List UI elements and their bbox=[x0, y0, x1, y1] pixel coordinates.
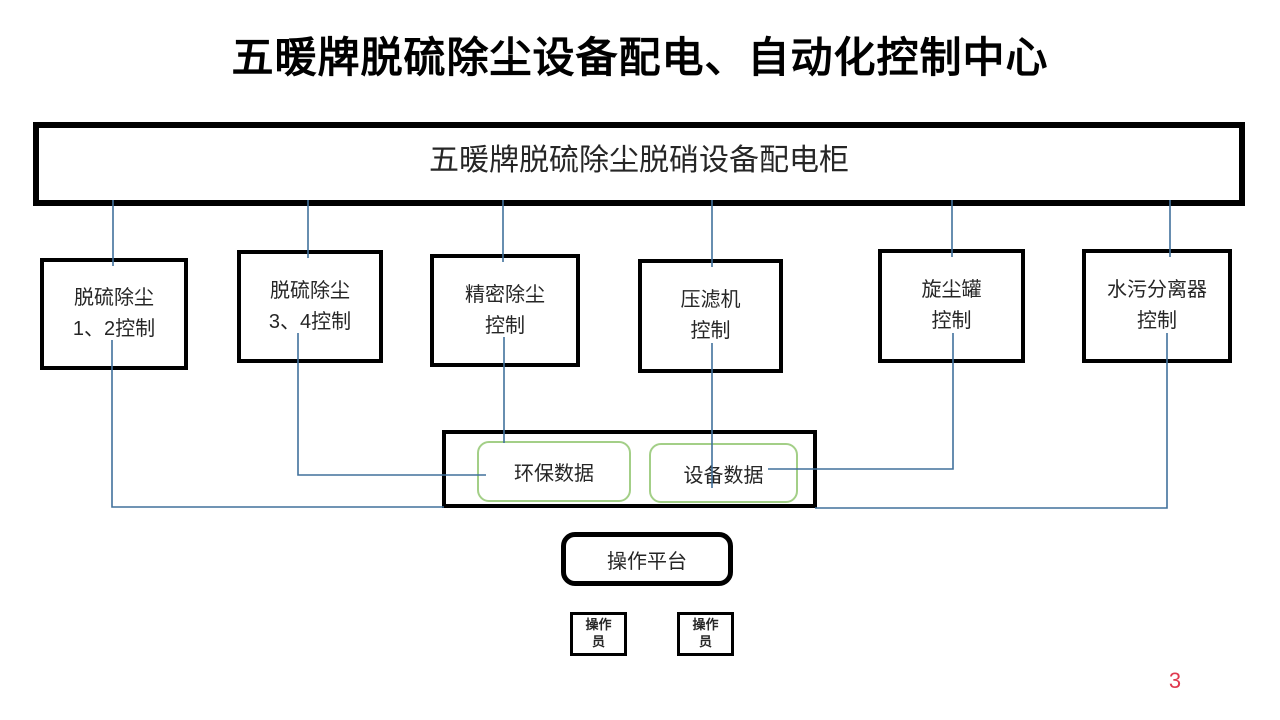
control-box-label-line1: 旋尘罐 bbox=[921, 279, 982, 301]
control-box-precision-dedust: 精密除尘 控制 bbox=[430, 254, 580, 367]
control-box-label-line2: 1、2控制 bbox=[72, 318, 156, 340]
control-box-desulfurization-1-2: 脱硫除尘 1、2控制 bbox=[40, 258, 188, 370]
main-cabinet-box: 五暖牌脱硫除尘脱硝设备配电柜 bbox=[33, 122, 1245, 206]
operator-box-1: 操作 员 bbox=[570, 612, 627, 656]
operator-label-line2: 员 bbox=[591, 634, 605, 649]
control-box-cyclone-tank: 旋尘罐 控制 bbox=[878, 249, 1025, 363]
control-box-label-line2: 控制 bbox=[485, 314, 525, 337]
control-box-desulfurization-3-4: 脱硫除尘 3、4控制 bbox=[237, 250, 383, 363]
device-data-pill: 设备数据 bbox=[649, 443, 798, 503]
env-data-label: 环保数据 bbox=[514, 463, 594, 485]
control-box-label-line2: 3、4控制 bbox=[268, 310, 352, 333]
control-box-label-line2: 控制 bbox=[690, 320, 731, 342]
operator-label-line1: 操作 bbox=[692, 617, 719, 633]
page-number: 3 bbox=[1168, 668, 1182, 693]
main-cabinet-label: 五暖牌脱硫除尘脱硝设备配电柜 bbox=[429, 144, 849, 177]
operator-label-line1: 操作 bbox=[585, 617, 612, 633]
data-panel-box: 环保数据 设备数据 bbox=[442, 430, 817, 508]
operator-box-2: 操作 员 bbox=[677, 612, 734, 656]
control-box-label-line1: 水污分离器 bbox=[1107, 279, 1207, 301]
device-data-label: 设备数据 bbox=[683, 464, 764, 487]
control-box-label-line2: 控制 bbox=[931, 310, 972, 332]
control-box-water-separator: 水污分离器 控制 bbox=[1082, 249, 1232, 363]
operation-platform-label: 操作平台 bbox=[607, 550, 687, 573]
control-box-filter-press: 压滤机 控制 bbox=[638, 259, 783, 373]
operation-platform-box: 操作平台 bbox=[561, 532, 733, 586]
control-box-label-line1: 压滤机 bbox=[680, 289, 741, 311]
env-data-pill: 环保数据 bbox=[477, 441, 631, 502]
control-box-label-line1: 脱硫除尘 bbox=[270, 279, 350, 302]
slide-title: 五暖牌脱硫除尘设备配电、自动化控制中心 bbox=[231, 34, 1049, 81]
control-box-label-line2: 控制 bbox=[1137, 310, 1177, 332]
control-box-label-line1: 精密除尘 bbox=[465, 283, 545, 306]
control-box-label-line1: 脱硫除尘 bbox=[74, 287, 154, 309]
operator-label-line2: 员 bbox=[698, 634, 712, 649]
